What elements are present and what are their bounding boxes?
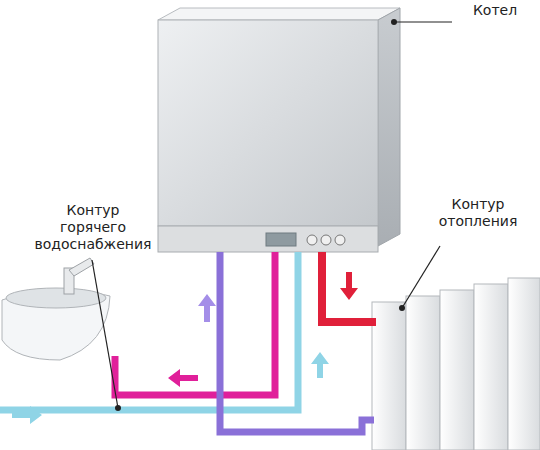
heating-circuit-label: Контур отопления xyxy=(422,196,534,230)
boiler-label: Котел xyxy=(455,2,535,19)
hot-water-circuit-label: Контур горячего водоснабжения xyxy=(32,202,154,253)
